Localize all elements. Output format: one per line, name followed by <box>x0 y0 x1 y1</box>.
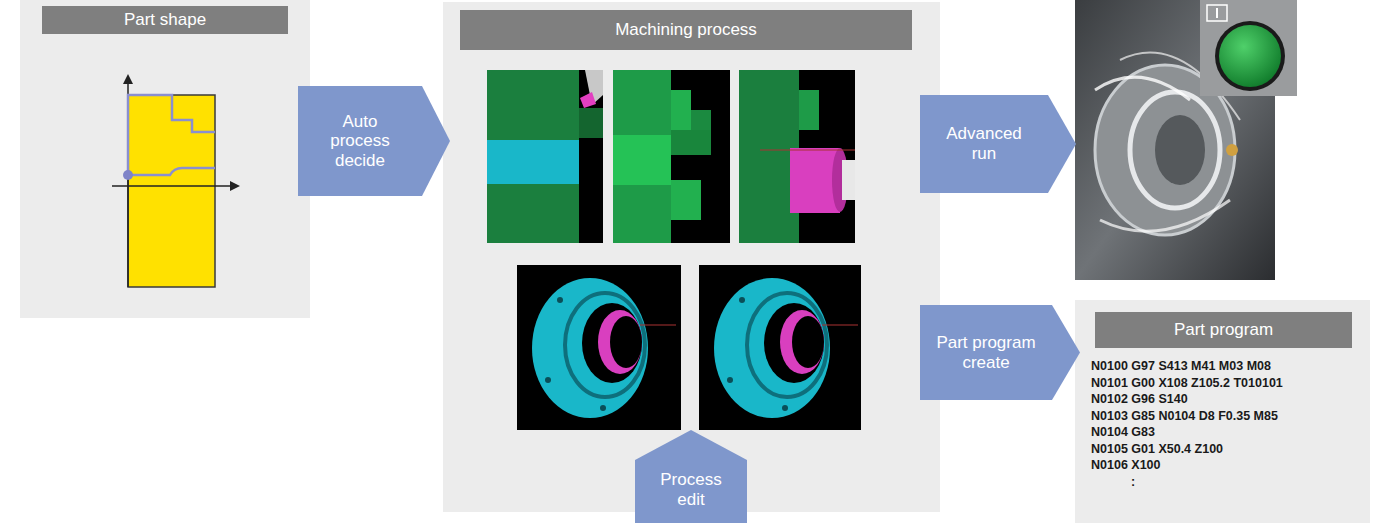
code-line: N0101 G00 X108 Z105.2 T010101 <box>1091 375 1283 391</box>
code-line: N0105 G01 X50.4 Z100 <box>1091 441 1223 457</box>
arrow-fill <box>635 430 747 523</box>
arrow-label: Part program create <box>930 333 1042 372</box>
panel-header: Part program <box>1095 312 1352 348</box>
process-arrow: Advanced run <box>920 95 1076 193</box>
arrow-text-area: Part program create <box>920 305 1052 400</box>
machining-tile <box>517 265 681 430</box>
arrow-text-area: Process edit <box>635 456 747 523</box>
arrow-text-area: Advanced run <box>920 95 1048 193</box>
arrow-fill <box>298 86 450 196</box>
start-button-icon <box>1200 0 1297 96</box>
arrow-label: Advanced run <box>936 124 1032 163</box>
part-drawing <box>112 74 240 287</box>
machining-tile <box>699 265 861 430</box>
code-line: N0103 G85 N0104 D8 F0.35 M85 <box>1091 408 1278 424</box>
panel-header: Part shape <box>42 6 288 34</box>
panel-header: Machining process <box>460 10 912 50</box>
panel-ground <box>20 0 310 318</box>
part-program-panel: Part programN0100 G97 S413 M41 M03 M08N0… <box>1075 300 1370 523</box>
code-line: N0100 G97 S413 M41 M03 M08 <box>1091 358 1271 374</box>
code-line: N0106 X100 <box>1091 457 1161 473</box>
code-line: N0104 G83 <box>1091 424 1155 440</box>
process-arrow: Process edit <box>635 430 747 523</box>
machining-tile <box>487 70 603 243</box>
machining-tile <box>739 70 855 243</box>
panel-ground <box>1075 300 1370 523</box>
code-line: : <box>1131 474 1135 490</box>
arrow-label: Process edit <box>647 470 735 509</box>
arrow-label: Auto process decide <box>312 112 408 171</box>
arrow-fill <box>920 305 1080 400</box>
machining-tile <box>613 70 730 243</box>
arrow-shape <box>920 95 1076 193</box>
process-arrow: Part program create <box>920 305 1080 400</box>
process-arrow: Auto process decide <box>298 86 450 196</box>
arrow-fill <box>920 95 1076 193</box>
code-line: N0102 G96 S140 <box>1091 391 1188 407</box>
part-shape-panel: Part shape <box>20 0 310 318</box>
arrow-text-area: Auto process decide <box>298 86 422 196</box>
